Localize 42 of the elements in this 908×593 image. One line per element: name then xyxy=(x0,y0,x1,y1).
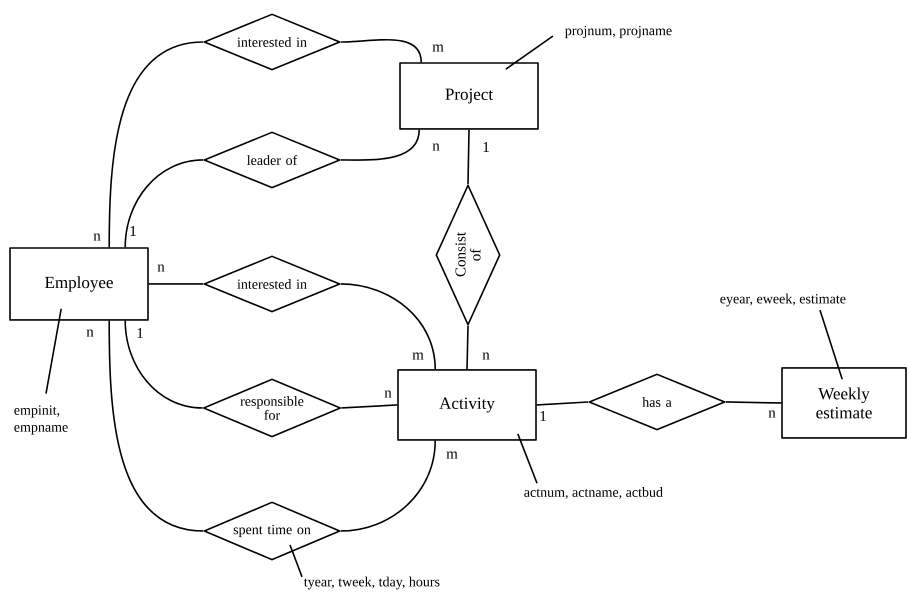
connector-line xyxy=(726,401,782,404)
connector-line xyxy=(108,41,204,248)
connector-line xyxy=(341,404,398,409)
connector-line xyxy=(108,320,204,532)
cardinality-label: n xyxy=(482,352,490,360)
connector-line xyxy=(340,130,420,161)
entity-box: Activity xyxy=(397,369,537,441)
cardinality-label: n xyxy=(94,233,101,241)
attribute-text: tyear, tweek, tday, hours xyxy=(304,576,440,590)
cardinality-label: n xyxy=(432,143,440,151)
cardinality-label: n xyxy=(158,264,165,272)
cardinality-label: 1 xyxy=(138,328,143,338)
cardinality-label: m xyxy=(432,44,444,52)
leader-line xyxy=(289,544,303,578)
entity-box: Employee xyxy=(9,247,149,321)
entity-box: Project xyxy=(399,62,539,130)
connector-line xyxy=(148,283,204,285)
cardinality-label: n xyxy=(384,390,392,398)
cardinality-label: m xyxy=(412,352,424,360)
attribute-text: empinit, empname xyxy=(14,405,68,435)
connector-line xyxy=(124,320,203,409)
connector-line xyxy=(124,159,204,248)
attribute-text: actnum, actname, actbud xyxy=(524,487,663,499)
cardinality-label: n xyxy=(86,329,94,337)
connector-line xyxy=(467,130,470,184)
cardinality-label: 1 xyxy=(484,142,489,152)
leader-line xyxy=(517,434,538,484)
leader-line xyxy=(505,35,554,70)
cardinality-label: 1 xyxy=(130,226,136,236)
connector-line xyxy=(340,283,436,370)
attribute-text: projnum, projname xyxy=(565,26,672,38)
leader-line xyxy=(819,310,843,380)
leader-line xyxy=(45,308,62,394)
connector-line xyxy=(536,401,588,406)
connector-line xyxy=(340,440,436,532)
connector-line xyxy=(340,38,422,62)
cardinality-label: 1 xyxy=(540,411,546,421)
cardinality-label: m xyxy=(446,451,458,459)
entity-box: Weekly estimate xyxy=(781,367,907,439)
cardinality-label: n xyxy=(768,410,776,418)
attribute-text: eyear, eweek, estimate xyxy=(720,294,846,306)
connector-line xyxy=(466,326,469,370)
